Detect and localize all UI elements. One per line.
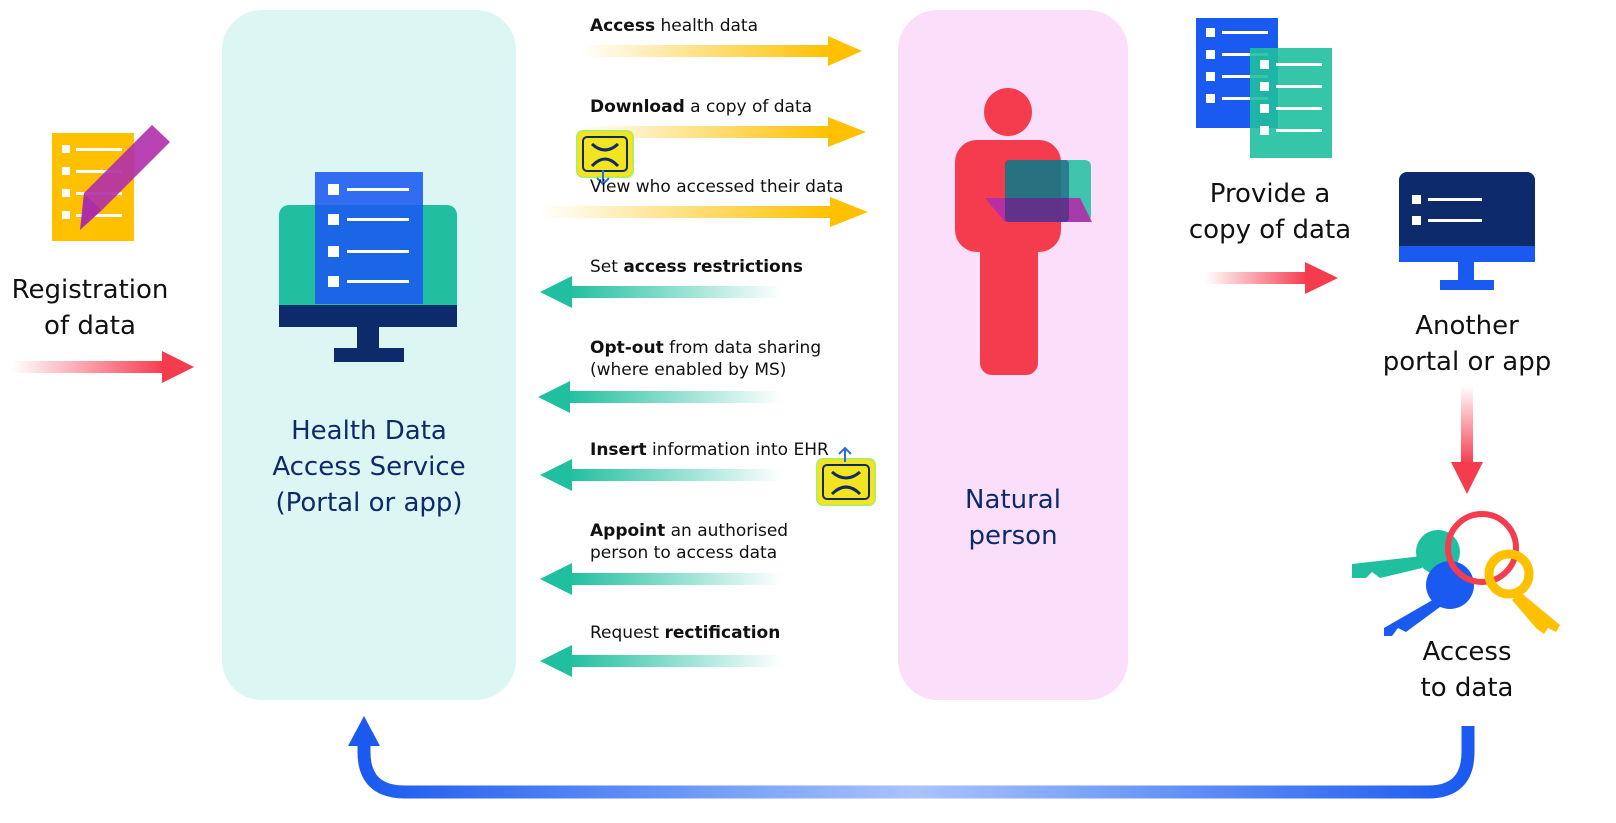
another-portal-label: Another portal or app	[1366, 308, 1568, 380]
provide-line2: copy of data	[1188, 215, 1352, 245]
another-line2: portal or app	[1382, 347, 1552, 377]
hdas-line2: Access Service	[272, 452, 466, 482]
arrow-view	[540, 197, 868, 227]
flow-rectify-bold: rectification	[664, 623, 781, 643]
flow-optout-label: Opt-out from data sharing (where enabled…	[590, 337, 821, 381]
flow-optout-bold: Opt-out	[590, 338, 664, 358]
flow-download-rest: a copy of data	[684, 97, 813, 117]
flow-restrict-pre: Set	[590, 257, 624, 277]
natural-line1: Natural	[965, 485, 1061, 515]
flow-appoint-line2: person to access data	[590, 543, 778, 563]
arrow-download	[580, 117, 866, 147]
arrow-optout	[538, 381, 782, 413]
flow-insert-rest: information into EHR	[646, 440, 829, 460]
flow-optout-line2: (where enabled by MS)	[590, 360, 787, 380]
natural-line2: person	[968, 521, 1058, 551]
arrow-return	[348, 716, 1475, 799]
flow-appoint-label: Appoint an authorised person to access d…	[590, 520, 788, 564]
arrow-provide	[1205, 262, 1338, 294]
computer-checklist-icon	[279, 172, 457, 362]
checklist-pencil-icon	[52, 125, 170, 241]
arrow-restrict	[540, 276, 782, 308]
flow-access-bold: Access	[590, 16, 656, 36]
xpandh-upload-icon	[816, 446, 876, 506]
arrow-access	[580, 36, 862, 66]
keys-icon	[1352, 511, 1560, 636]
flow-restrict-label: Set access restrictions	[590, 256, 803, 278]
flow-rectify-pre: Request	[590, 623, 665, 643]
hdas-line3: (Portal or app)	[275, 488, 463, 518]
flow-view-label: View who accessed their data	[590, 176, 843, 198]
xpandh-download-icon	[576, 130, 634, 186]
flow-access-label: Access health data	[590, 15, 758, 37]
flow-appoint-rest: an authorised	[665, 521, 789, 541]
hdas-line1: Health Data	[291, 416, 447, 446]
flow-download-label: Download a copy of data	[590, 96, 812, 118]
flow-insert-label: Insert information into EHR	[590, 439, 829, 461]
arrow-appoint	[540, 563, 782, 595]
natural-person-label: Natural person	[898, 482, 1128, 554]
monitor-icon	[1399, 172, 1535, 290]
flow-optout-rest: from data sharing	[663, 338, 822, 358]
flow-access-rest: health data	[655, 16, 758, 36]
person-laptop-icon	[955, 88, 1092, 375]
flow-insert-bold: Insert	[590, 440, 647, 460]
arrow-insert	[540, 459, 782, 491]
hdas-label: Health Data Access Service (Portal or ap…	[222, 413, 516, 521]
registration-line1: Registration	[11, 275, 169, 305]
arrow-rectify	[540, 645, 782, 677]
arrow-registration	[12, 351, 194, 383]
access-line2: to data	[1420, 673, 1514, 703]
provide-copy-label: Provide a copy of data	[1170, 176, 1370, 248]
flow-appoint-bold: Appoint	[590, 521, 666, 541]
flow-rectify-label: Request rectification	[590, 622, 780, 644]
flow-download-bold: Download	[590, 97, 685, 117]
access-line1: Access	[1422, 637, 1512, 667]
registration-line2: of data	[44, 311, 136, 341]
another-line1: Another	[1415, 311, 1519, 341]
documents-icon	[1196, 18, 1332, 158]
flow-restrict-bold: access restrictions	[623, 257, 803, 277]
arrow-another-down	[1451, 386, 1483, 494]
access-to-data-label: Access to data	[1386, 634, 1548, 706]
flow-view-text: View who accessed their data	[590, 177, 844, 197]
provide-line1: Provide a	[1209, 179, 1331, 209]
registration-label: Registration of data	[0, 272, 180, 344]
